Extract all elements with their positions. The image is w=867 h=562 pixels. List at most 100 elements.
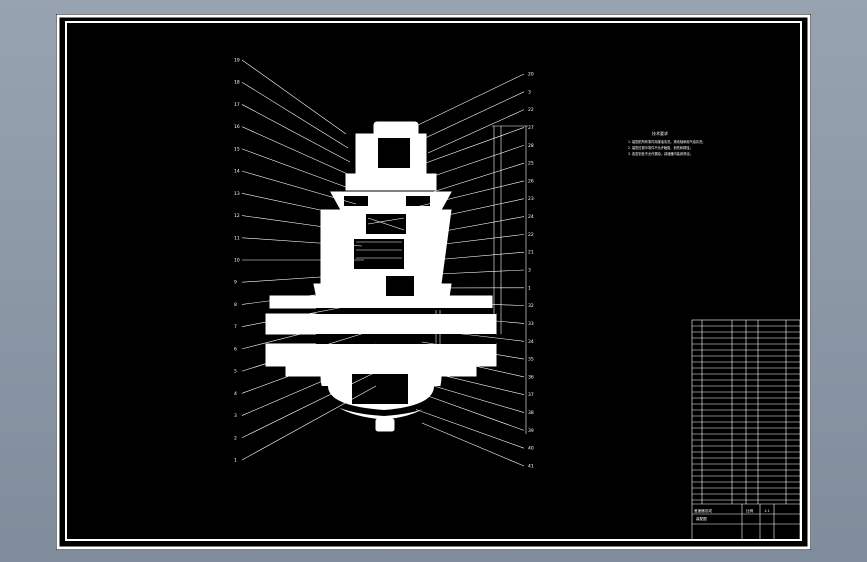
part-number-label: 21 (528, 250, 534, 256)
title-block-drawing-label: 装配图 (696, 517, 707, 521)
leader-line (241, 170, 357, 205)
part-number-label: 12 (234, 213, 240, 219)
right-leader-lines: 2032227282526232422213132333435363738394… (415, 72, 534, 470)
part-number-label: 40 (528, 446, 534, 452)
part-number-label: 22 (528, 107, 534, 113)
part-number-label: 32 (528, 303, 534, 309)
left-leader-lines: 19 18 17 16 15 14 13 12 11 10 9 8 7 6 5 4 3 2 1 (234, 58, 377, 464)
leader-line (241, 385, 377, 461)
leader-line (427, 216, 525, 235)
part-number-label: 3 (528, 89, 531, 95)
part-number-label: 14 (234, 169, 240, 175)
leader-line (427, 109, 525, 154)
part-number-label: 37 (528, 392, 534, 398)
note-line: 1. 装配前所有零件用煤油清洗，滚动轴承用汽油清洗； (628, 140, 706, 144)
leader-line (241, 357, 377, 416)
part-number-label: 4 (234, 391, 237, 397)
leader-line (421, 422, 525, 467)
outer-border (56, 14, 811, 550)
title-block (691, 319, 801, 541)
title-block-scale: 比例 (746, 509, 754, 513)
notes-title: 技术要求 (652, 131, 668, 136)
section-details (316, 138, 496, 416)
part-number-label: 15 (234, 146, 240, 152)
leader-line (421, 91, 525, 140)
part-number-label: 7 (234, 324, 237, 330)
part-number-label: 41 (528, 464, 534, 470)
leader-line (427, 395, 525, 431)
part-number-label: 10 (234, 258, 240, 264)
part-number-label: 3 (528, 268, 531, 274)
leader-line (241, 329, 375, 372)
part-number-label: 11 (234, 235, 240, 241)
leader-line (241, 301, 371, 327)
part-number-label: 19 (234, 58, 240, 64)
part-number-label: 27 (528, 125, 534, 131)
leader-line (241, 126, 353, 177)
part-number-label: 5 (234, 369, 237, 375)
part-number-label: 35 (528, 357, 534, 363)
part-number-label: 2 (234, 435, 237, 441)
leader-line (415, 180, 525, 208)
leader-line (415, 73, 525, 127)
part-number-label: 6 (234, 346, 237, 352)
part-number-label: 20 (528, 72, 534, 78)
part-number-label: 36 (528, 374, 534, 380)
part-number-label: 22 (528, 232, 534, 238)
part-number-label: 24 (528, 214, 534, 220)
leader-line (241, 315, 373, 350)
leader-line (241, 343, 377, 394)
part-number-label: 1 (234, 458, 237, 464)
inner-border (65, 21, 802, 541)
dimension-lines (492, 125, 528, 434)
part-number-label: 3 (234, 413, 237, 419)
part-number-label: 38 (528, 410, 534, 416)
leader-line (241, 287, 369, 305)
part-number-label: 33 (528, 321, 534, 327)
part-number-label: 34 (528, 339, 534, 345)
title-block-sheet: 1:1 (764, 509, 770, 513)
leader-line (421, 144, 525, 181)
leader-line (241, 81, 349, 149)
leader-line (421, 382, 525, 413)
leader-line (241, 273, 367, 283)
part-number-label: 9 (234, 280, 237, 286)
part-number-label: 17 (234, 102, 240, 108)
leader-line (415, 127, 525, 167)
leader-line (427, 314, 525, 324)
leader-line (241, 193, 359, 219)
part-number-label: 25 (528, 161, 534, 167)
leader-line (415, 234, 525, 248)
note-line: 3. 各密封处不允许漏油，减速器内装润滑油； (628, 152, 693, 156)
title-block-name: 差速器总成 (694, 509, 712, 513)
hatch-details (356, 217, 441, 374)
part-number-label: 1 (528, 285, 531, 291)
leader-line (241, 148, 355, 191)
note-line: 2. 装配过程中零件不允许磕碰、划伤和锈蚀； (628, 146, 693, 150)
leader-line (415, 409, 525, 449)
leader-line (415, 328, 525, 342)
leader-line (427, 355, 525, 378)
part-number-label: 8 (234, 302, 237, 308)
leader-line (241, 371, 377, 439)
leader-line (421, 301, 525, 306)
part-number-label: 26 (528, 178, 534, 184)
part-number-label: 28 (528, 143, 534, 149)
leader-line (241, 104, 351, 163)
part-number-label: 18 (234, 80, 240, 86)
leader-line (427, 162, 525, 194)
leader-line (421, 341, 525, 360)
leader-line (415, 368, 525, 396)
part-number-label: 23 (528, 196, 534, 202)
part-number-label: 16 (234, 124, 240, 130)
leader-line (421, 198, 525, 221)
leader-line (241, 215, 361, 233)
part-number-label: 13 (234, 191, 240, 197)
leader-line (421, 251, 525, 262)
part-number-label: 39 (528, 428, 534, 434)
leader-line (241, 237, 363, 247)
leader-line (241, 59, 347, 135)
